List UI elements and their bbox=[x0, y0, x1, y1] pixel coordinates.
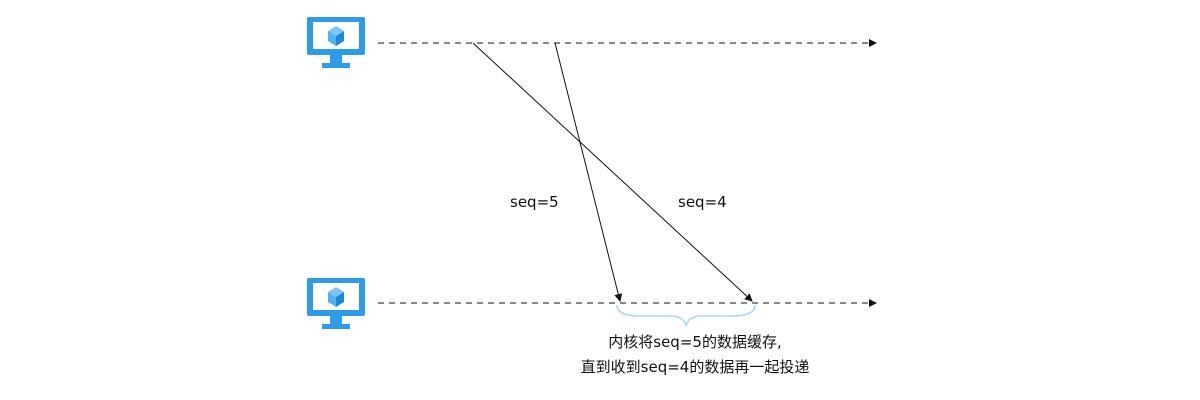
packet-seq4-arrow bbox=[472, 42, 753, 302]
receiver-computer-icon bbox=[307, 278, 365, 329]
packet-seq5-label: seq=5 bbox=[510, 193, 559, 211]
sender-computer-icon bbox=[307, 17, 365, 68]
buffer-note: 内核将seq=5的数据缓存, 直到收到seq=4的数据再一起投递 bbox=[530, 330, 860, 380]
buffer-brace bbox=[616, 304, 756, 327]
cube-icon bbox=[328, 287, 344, 307]
packet-seq5-arrow bbox=[554, 42, 623, 302]
buffer-note-line-1: 内核将seq=5的数据缓存, bbox=[608, 333, 782, 351]
buffer-note-line-2: 直到收到seq=4的数据再一起投递 bbox=[580, 358, 810, 376]
packet-seq4-label: seq=4 bbox=[678, 193, 727, 211]
cube-icon bbox=[328, 26, 344, 46]
